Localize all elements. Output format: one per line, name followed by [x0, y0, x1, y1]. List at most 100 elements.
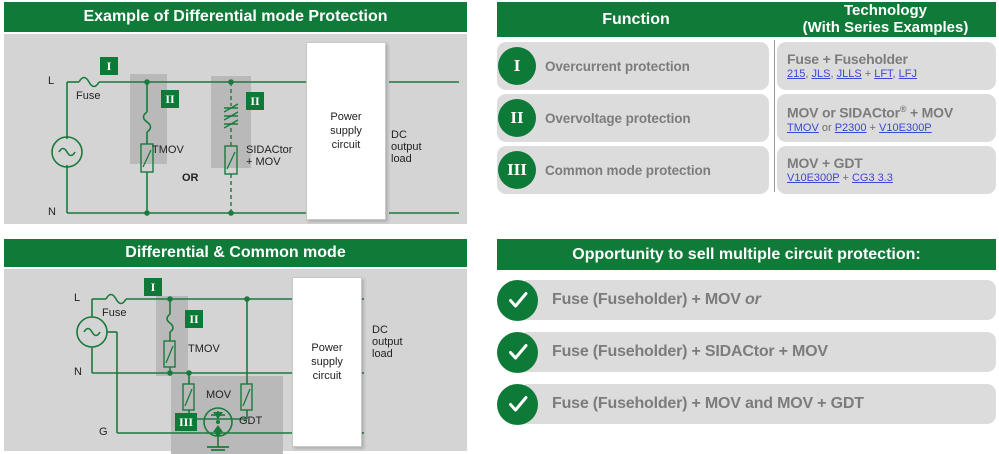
check-icon: [497, 279, 538, 321]
numeral-badge: II: [498, 99, 536, 137]
technology-title: MOV + GDT: [787, 155, 863, 171]
label-line-top: L: [48, 75, 55, 87]
bottom-left-diagram: Power supply circuit L N G Fuse TMOV MOV…: [4, 269, 467, 454]
table-header-function-title: Function: [602, 10, 670, 28]
label-tmov-bottom: TMOV: [188, 343, 220, 355]
function-label: Overvoltage protection: [545, 110, 691, 126]
power-supply-box-top: Power supply circuit: [306, 42, 386, 220]
series-link[interactable]: LFT: [874, 68, 893, 80]
table-header-technology-subtitle: (With Series Examples): [802, 19, 969, 36]
table-row[interactable]: III Common mode protection MOV + GDT V10…: [497, 146, 996, 194]
table-header-technology-title: Technology: [843, 2, 928, 19]
technology-title: Fuse + Fuseholder: [787, 51, 908, 67]
label-load-top: DC output load: [391, 129, 422, 165]
opportunity-item[interactable]: Fuse (Fuseholder) + SIDACtor + MOV: [497, 330, 996, 374]
label-line-bottom: L: [74, 292, 81, 304]
series-separator: +: [861, 68, 875, 80]
label-load-bottom: DC output load: [372, 324, 403, 360]
opportunity-item-text: Fuse (Fuseholder) + MOV: [552, 291, 746, 308]
table-cell-function: II Overvoltage protection: [497, 94, 769, 142]
opportunity-item-label: Fuse (Fuseholder) + MOV or: [552, 291, 761, 309]
series-separator: ,: [892, 68, 899, 80]
series-separator: or: [818, 121, 835, 134]
badge-II-tmov-top: II: [161, 90, 179, 108]
label-sidactor-top: SIDACtor + MOV: [246, 144, 293, 168]
badge-II-bottom: II: [185, 310, 203, 328]
table-row[interactable]: I Overcurrent protection Fuse + Fusehold…: [497, 42, 996, 90]
check-icon: [497, 383, 538, 425]
opportunity-item-italic: or: [745, 291, 761, 308]
psu-label-bottom: Power supply circuit: [311, 342, 343, 382]
series-link[interactable]: LFJ: [898, 68, 918, 80]
top-left-panel: Example of Differential mode Protection: [4, 2, 467, 224]
table-cell-technology: Fuse + Fuseholder 215, JLS, JLLS + LFT, …: [777, 42, 996, 90]
opportunity-item-text: Fuse (Fuseholder) + SIDACtor + MOV: [552, 343, 828, 360]
circuit-wires-bottom: [76, 293, 364, 451]
table-header: Function Technology (With Series Example…: [497, 2, 996, 37]
series-link[interactable]: JLLS: [836, 68, 862, 80]
opportunity-title: Opportunity to sell multiple circuit pro…: [572, 245, 921, 263]
label-gdt-bottom: GDT: [239, 415, 263, 427]
opportunity-item-text: Fuse (Fuseholder) + MOV and MOV + GDT: [552, 395, 864, 412]
table-cell-technology: MOV + GDT V10E300P + CG3 3.3: [777, 146, 996, 194]
label-mov-bottom: MOV: [206, 389, 232, 401]
technology-title-tail: + MOV: [906, 104, 953, 121]
label-neutral-top: N: [48, 206, 56, 218]
opportunity-item-background: [519, 384, 996, 424]
opportunity-title-bar: Opportunity to sell multiple circuit pro…: [497, 239, 996, 270]
series-link[interactable]: V10E300P: [879, 121, 932, 134]
badge-I-top: I: [100, 57, 118, 75]
label-or: OR: [182, 172, 199, 184]
label-tmov-top: TMOV: [152, 144, 184, 156]
technology-title-text: MOV or SIDACtor: [787, 104, 900, 121]
technology-series-links[interactable]: V10E300P + CG3 3.3: [787, 172, 996, 185]
bottom-left-title-bar: Differential & Common mode: [4, 239, 467, 267]
opportunity-item-label: Fuse (Fuseholder) + MOV and MOV + GDT: [552, 395, 864, 413]
series-link[interactable]: JLS: [811, 68, 831, 80]
label-ground-bottom: G: [99, 426, 108, 438]
table-cell-function: III Common mode protection: [497, 146, 769, 194]
opportunity-item[interactable]: Fuse (Fuseholder) + MOV and MOV + GDT: [497, 382, 996, 426]
label-neutral-bottom: N: [74, 366, 82, 378]
series-link[interactable]: 215: [787, 68, 806, 80]
table-header-function: Function: [497, 2, 775, 37]
registered-mark: ®: [899, 104, 907, 115]
series-separator: +: [839, 172, 852, 184]
top-left-title-bar: Example of Differential mode Protection: [4, 2, 467, 32]
label-fuse-bottom: Fuse: [102, 307, 127, 319]
series-separator: ,: [805, 68, 812, 80]
label-fuse-top: Fuse: [76, 90, 101, 102]
tmov-shade-bottom: [156, 296, 188, 376]
technology-series-links[interactable]: TMOV or P2300 + V10E300P: [787, 122, 996, 135]
table-cell-technology: MOV or SIDACtor® + MOV TMOV or P2300 + V…: [777, 94, 996, 142]
numeral-badge: I: [498, 47, 536, 85]
series-link[interactable]: P2300: [834, 121, 867, 134]
technology-series-links[interactable]: 215, JLS, JLLS + LFT, LFJ: [787, 68, 996, 81]
top-left-diagram: Power supply circuit L N Fuse TMOV SIDAC…: [4, 34, 467, 224]
series-link[interactable]: V10E300P: [787, 172, 840, 184]
numeral-badge: III: [498, 151, 536, 189]
top-left-title: Example of Differential mode Protection: [83, 8, 388, 25]
opportunity-item-background: [519, 280, 996, 320]
psu-label-top: Power supply circuit: [330, 111, 362, 151]
table-row[interactable]: II Overvoltage protection MOV or SIDACto…: [497, 94, 996, 142]
bottom-left-panel: Differential & Common mode: [4, 239, 467, 454]
table-header-technology: Technology (With Series Examples): [775, 2, 996, 37]
function-label: Overcurrent protection: [545, 58, 690, 74]
series-link[interactable]: TMOV: [787, 121, 819, 134]
technology-title: MOV or SIDACtor® + MOV: [787, 101, 996, 121]
table-column-divider: [774, 40, 775, 192]
table-cell-function: I Overcurrent protection: [497, 42, 769, 90]
badge-I-bottom: I: [144, 278, 162, 296]
bottom-left-title: Differential & Common mode: [125, 244, 346, 261]
badge-III-bottom: III: [175, 413, 197, 431]
opportunity-item[interactable]: Fuse (Fuseholder) + MOV or: [497, 278, 996, 322]
opportunity-item-background: [519, 332, 996, 372]
badge-II-sidactor-top: II: [246, 92, 264, 110]
series-link[interactable]: CG3 3.3: [851, 172, 893, 184]
function-label: Common mode protection: [545, 162, 711, 178]
tmov-shade: [130, 74, 167, 164]
series-separator: +: [866, 121, 880, 134]
power-supply-box-bottom: Power supply circuit: [292, 277, 362, 447]
